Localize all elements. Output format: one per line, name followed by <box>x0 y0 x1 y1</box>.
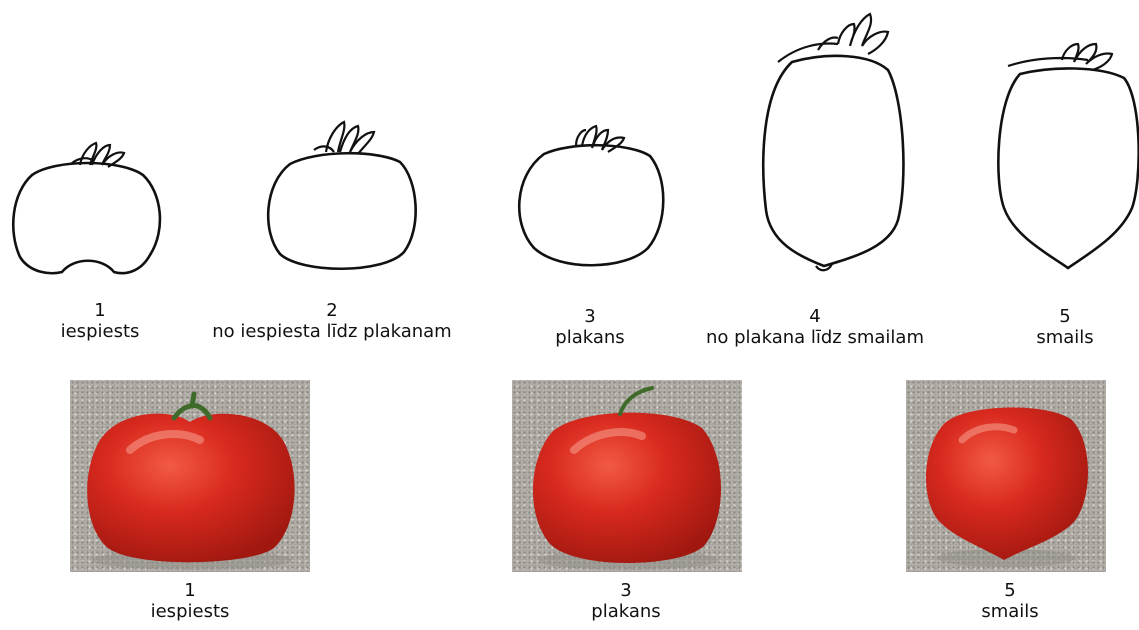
shape-caption-2: 2 no iespiesta līdz plakanam <box>182 300 482 342</box>
tomato-drawing-2-depressed-to-flat <box>262 118 422 278</box>
photo-number: 5 <box>950 580 1070 601</box>
photo-caption-1: 1 iespiests <box>110 580 270 622</box>
shape-number: 1 <box>20 300 180 321</box>
shape-caption-1: 1 iespiests <box>20 300 180 342</box>
photo-number: 1 <box>110 580 270 601</box>
tomato-drawing-5-pointed <box>992 40 1139 275</box>
tomato-photo-3-flat <box>512 380 742 572</box>
shape-label: no iespiesta līdz plakanam <box>182 321 482 342</box>
shape-label: plakans <box>510 327 670 348</box>
shape-caption-4: 4 no plakana līdz smailam <box>680 306 950 348</box>
shape-caption-5: 5 smails <box>1000 306 1130 348</box>
photo-label: smails <box>950 601 1070 622</box>
tomato-drawing-1-depressed <box>10 135 165 280</box>
shape-number: 5 <box>1000 306 1130 327</box>
tomato-drawing-4-flat-to-pointed <box>758 10 908 270</box>
tomato-photo-5-pointed <box>906 380 1106 572</box>
photo-caption-3: 3 plakans <box>546 580 706 622</box>
photo-label: iespiests <box>110 601 270 622</box>
shape-label: iespiests <box>20 321 180 342</box>
photo-caption-5: 5 smails <box>950 580 1070 622</box>
photo-label: plakans <box>546 601 706 622</box>
shape-number: 2 <box>182 300 482 321</box>
shape-number: 3 <box>510 306 670 327</box>
shape-caption-3: 3 plakans <box>510 306 670 348</box>
photo-number: 3 <box>546 580 706 601</box>
tomato-drawing-3-flat <box>510 120 670 270</box>
shape-number: 4 <box>680 306 950 327</box>
tomato-photo-1-depressed <box>70 380 310 572</box>
shape-label: smails <box>1000 327 1130 348</box>
shape-label: no plakana līdz smailam <box>680 327 950 348</box>
